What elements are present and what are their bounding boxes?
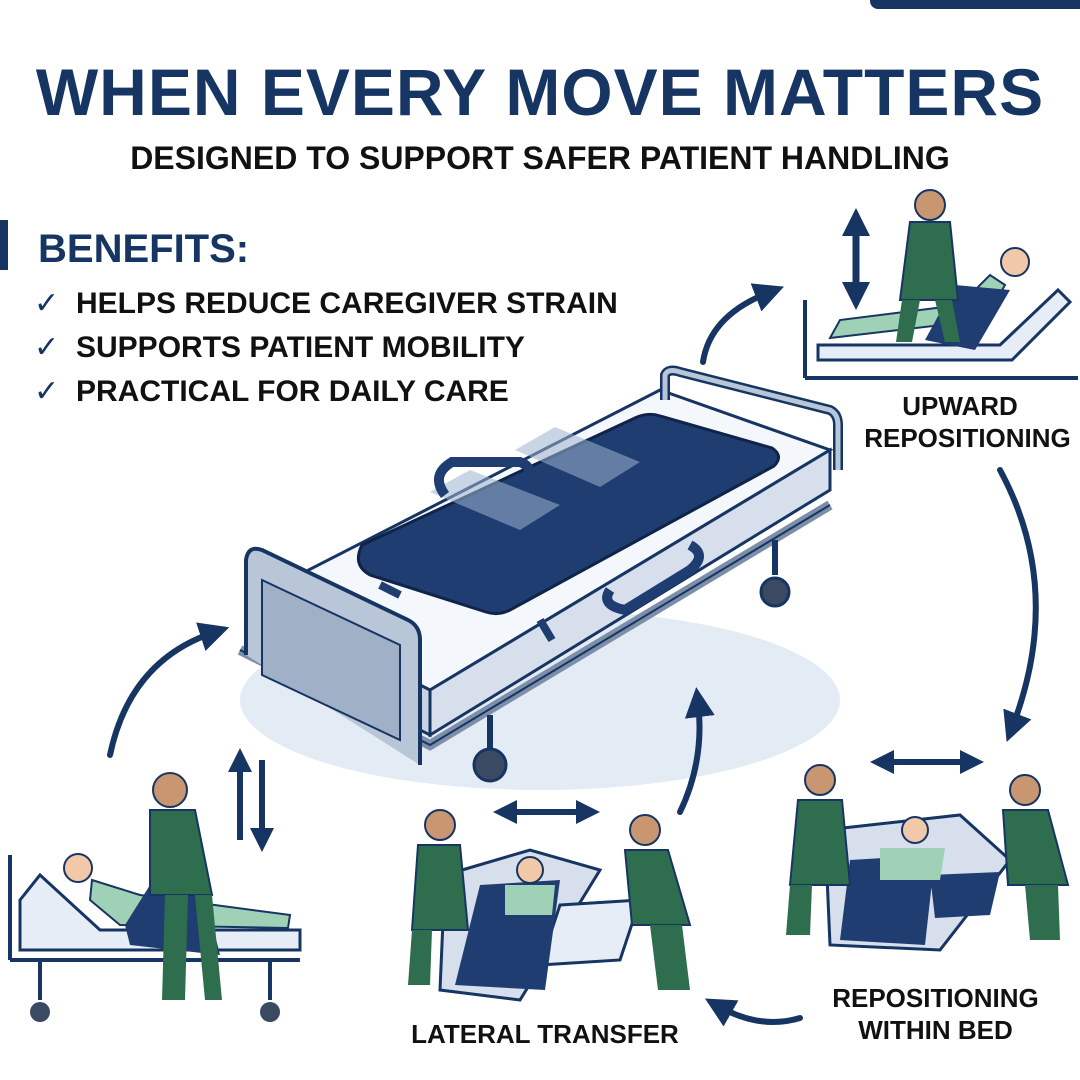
arrow-to-center-icon bbox=[677, 687, 715, 815]
label-repositioning: REPOSITIONING bbox=[864, 423, 1071, 453]
benefit-item: ✓ SUPPORTS PATIENT MOBILITY bbox=[34, 326, 618, 370]
top-accent-strip bbox=[870, 0, 1080, 9]
cycle-arrows bbox=[107, 283, 1039, 1027]
checkmark-icon: ✓ bbox=[34, 375, 60, 408]
benefit-label: HELPS REDUCE CAREGIVER STRAIN bbox=[76, 287, 618, 320]
checkmark-icon: ✓ bbox=[34, 331, 60, 364]
upward-repositioning-scene bbox=[803, 189, 1078, 380]
label-lateral-transfer: LATERAL TRANSFER bbox=[411, 1019, 679, 1049]
lateral-transfer-scene bbox=[408, 800, 692, 1002]
arrow-to-upward-icon bbox=[700, 283, 785, 365]
benefit-label: PRACTICAL FOR DAILY CARE bbox=[76, 375, 509, 408]
within-bed-scene bbox=[786, 750, 1070, 952]
benefits-accent-bar bbox=[0, 220, 8, 270]
checkmark-icon: ✓ bbox=[34, 287, 60, 320]
arrow-to-lateral-icon bbox=[704, 998, 803, 1027]
left-lift-scene bbox=[8, 748, 302, 1022]
benefits-heading: BENEFITS: bbox=[38, 227, 250, 271]
label-repositioning-2: REPOSITIONING bbox=[832, 983, 1039, 1013]
page-title: WHEN EVERY MOVE MATTERS bbox=[35, 55, 1045, 129]
label-within-bed: WITHIN BED bbox=[858, 1015, 1013, 1045]
benefits-list: ✓ HELPS REDUCE CAREGIVER STRAIN ✓ SUPPOR… bbox=[34, 282, 618, 414]
page-subtitle: DESIGNED TO SUPPORT SAFER PATIENT HANDLI… bbox=[130, 140, 950, 176]
benefit-item: ✓ PRACTICAL FOR DAILY CARE bbox=[34, 370, 618, 414]
benefit-item: ✓ HELPS REDUCE CAREGIVER STRAIN bbox=[34, 282, 618, 326]
arrow-from-left-scene-icon bbox=[107, 622, 230, 758]
central-bed-illustration bbox=[237, 365, 843, 790]
label-upward: UPWARD bbox=[902, 391, 1018, 421]
arrow-to-within-bed-icon bbox=[997, 467, 1039, 743]
benefit-label: SUPPORTS PATIENT MOBILITY bbox=[76, 331, 525, 364]
